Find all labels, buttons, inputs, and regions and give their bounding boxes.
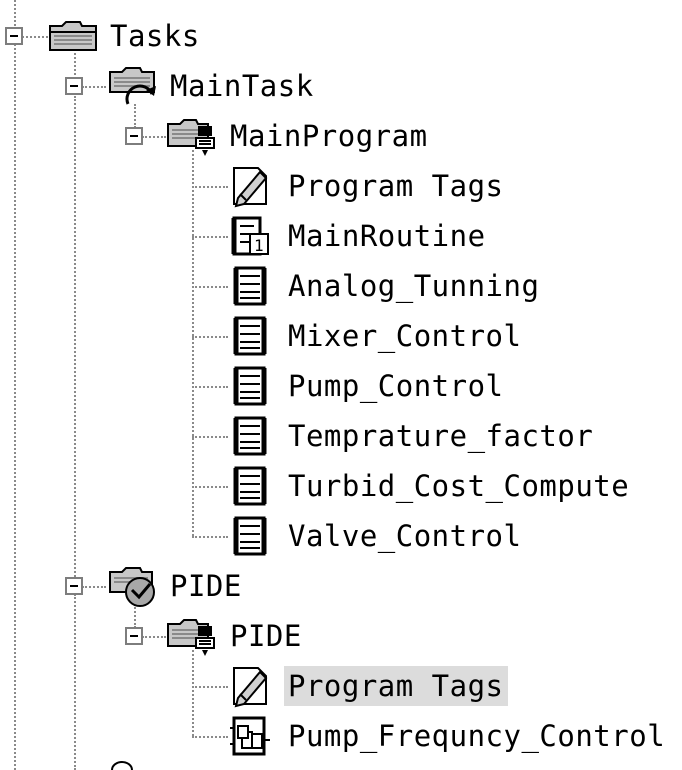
tree-item-mainroutine[interactable]: MainRoutine [288, 219, 486, 253]
tree-line [192, 436, 228, 438]
tree-line [82, 86, 106, 88]
tasks-folder-icon [49, 21, 97, 51]
tree-item-mainprogram[interactable]: MainProgram [230, 119, 428, 153]
ladder-routine-icon [233, 466, 267, 506]
tree-line [142, 636, 166, 638]
tree-line [134, 604, 136, 628]
tree-item-pide-program-tags[interactable]: Program Tags [284, 666, 508, 706]
pide-program-collapse-button[interactable] [125, 627, 143, 645]
periodic-task-icon [109, 567, 155, 607]
program-tags-icon [233, 667, 268, 708]
tree-item-tasks[interactable]: Tasks [110, 19, 200, 53]
program-folder-icon [167, 119, 215, 156]
tree-item-pide-program[interactable]: PIDE [230, 619, 302, 653]
ladder-routine-icon [233, 516, 267, 556]
tree-item-maintask[interactable]: MainTask [170, 69, 314, 103]
tree-line [74, 594, 76, 770]
tree-line [192, 186, 228, 188]
tree-line [192, 286, 228, 288]
tree-line [14, 0, 16, 770]
tree-line [192, 686, 228, 688]
tree-item-pump-control[interactable]: Pump_Control [288, 369, 504, 403]
ladder-routine-icon [233, 266, 267, 306]
tree-item-pump-frequncy-control[interactable]: Pump_Frequncy_Control [288, 719, 666, 753]
svg-text:1: 1 [254, 236, 264, 255]
tree-item-valve-control[interactable]: Valve_Control [288, 519, 522, 553]
tree-line [192, 536, 228, 538]
tree-line [192, 336, 228, 338]
tree-line [192, 236, 228, 238]
program-tags-icon [233, 167, 268, 208]
tree-line [74, 46, 76, 86]
program-folder-icon [167, 619, 215, 656]
tree-item-turbid-cost-compute[interactable]: Turbid_Cost_Compute [288, 469, 630, 503]
tree-line [134, 104, 136, 128]
maintask-collapse-button[interactable] [65, 77, 83, 95]
partial-task-icon [111, 761, 133, 770]
tree-line [192, 650, 194, 736]
pide-task-collapse-button[interactable] [65, 577, 83, 595]
tree-item-program-tags[interactable]: Program Tags [288, 169, 504, 203]
tree-line [192, 386, 228, 388]
tree-item-temprature-factor[interactable]: Temprature_factor [288, 419, 594, 453]
ladder-routine-icon [233, 316, 267, 356]
tree-line [22, 36, 48, 38]
main-routine-icon: 1 [231, 216, 269, 256]
tree-line [192, 486, 228, 488]
continuous-task-icon [109, 67, 156, 105]
mainprogram-collapse-button[interactable] [125, 127, 143, 145]
tree-line [192, 150, 194, 536]
tree-item-pide-task[interactable]: PIDE [170, 569, 242, 603]
tree-line [74, 96, 76, 584]
tree-item-analog-tunning[interactable]: Analog_Tunning [288, 269, 540, 303]
function-block-routine-icon [230, 716, 270, 756]
tree-line [192, 736, 228, 738]
ladder-routine-icon [233, 416, 267, 456]
tree-line [142, 136, 166, 138]
tree-line [82, 586, 106, 588]
tasks-collapse-button[interactable] [5, 27, 23, 45]
tree-item-mixer-control[interactable]: Mixer_Control [288, 319, 522, 353]
ladder-routine-icon [233, 366, 267, 406]
